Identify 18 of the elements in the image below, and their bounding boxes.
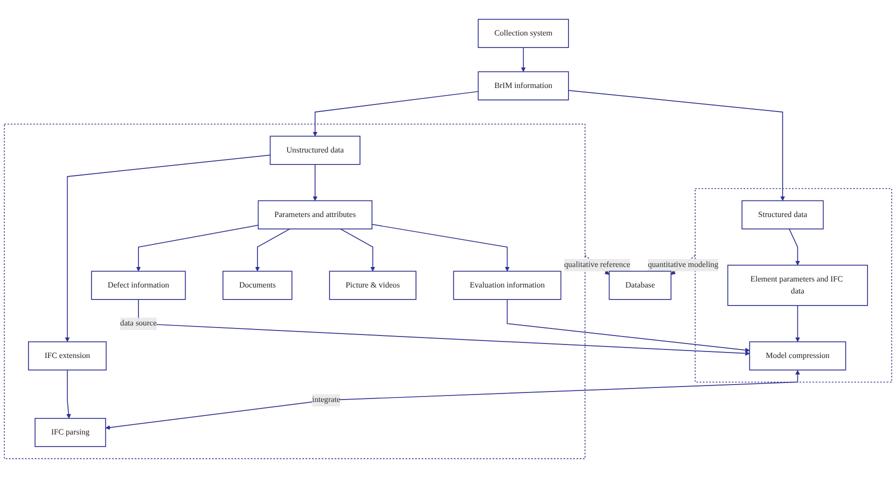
edge-label: data source [120,318,157,330]
process-box: Collection system [478,18,569,48]
process-box: Defect information [91,270,186,300]
process-box: Element parameters and IFC data [727,264,868,306]
process-box: Database [608,270,672,300]
process-box: Parameters and attributes [258,200,372,230]
process-box: Unstructured data [270,136,360,165]
edge-label: integrate [312,394,340,406]
process-box: Structured data [742,200,824,230]
process-box: IFC extension [28,341,107,370]
process-box: BrIM information [478,71,569,100]
process-box: IFC parsing [34,418,106,448]
process-box: Model compression [749,341,846,370]
edge-label: quantitative modeling [648,259,718,272]
edge-label: qualitative reference [564,259,630,272]
process-box: Evaluation information [453,270,562,300]
process-box: Picture & videos [329,270,416,300]
process-box: Documents [222,270,292,300]
